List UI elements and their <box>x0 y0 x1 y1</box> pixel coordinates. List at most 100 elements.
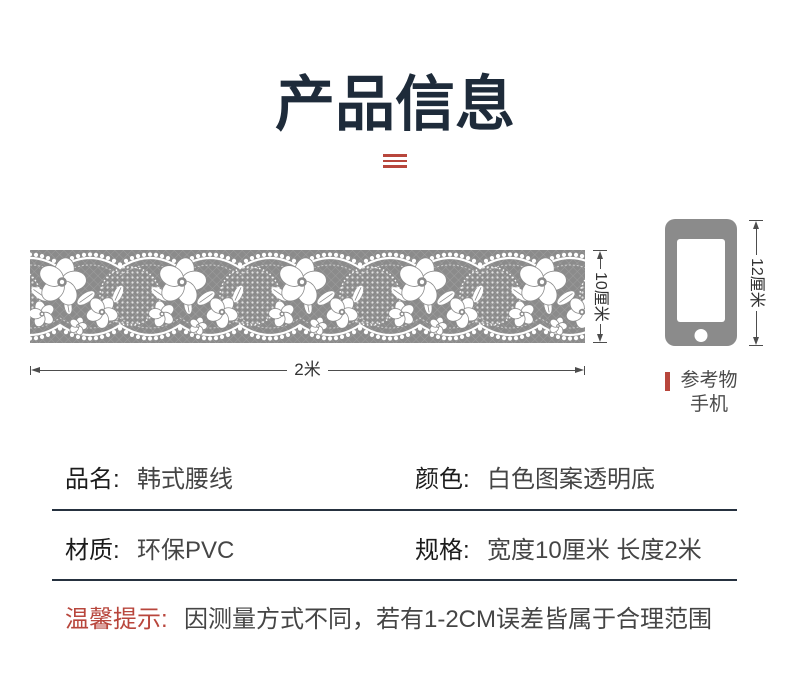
spec-label-color: 颜色: <box>415 466 470 493</box>
lace-bead <box>483 330 489 335</box>
lace-bead <box>207 336 213 341</box>
lace-leaf-vein <box>79 293 93 303</box>
lace-bead <box>381 252 387 257</box>
lace-bead <box>87 252 93 257</box>
lace-bead <box>357 262 363 267</box>
lace-bead <box>213 336 219 341</box>
lace-bead <box>117 262 123 267</box>
lace-bead <box>117 326 123 331</box>
lace-bead <box>561 336 567 341</box>
lace-bead <box>309 332 315 337</box>
lace-bead <box>375 254 381 259</box>
lace-bead <box>195 334 201 339</box>
triple-line-icon-bar <box>383 154 407 157</box>
lace-bead <box>447 336 453 341</box>
lace-bead <box>201 336 207 341</box>
spec-label-name: 品名: <box>65 466 120 493</box>
lace-leaf <box>232 285 244 303</box>
lace-bead <box>411 330 417 335</box>
lace-bead <box>501 336 507 341</box>
lace-bead <box>393 252 399 257</box>
lace-bead <box>159 254 165 259</box>
lace-flower-large <box>399 257 447 306</box>
lace-bead <box>99 334 105 339</box>
lace-flower-small <box>388 300 415 328</box>
spec-value-name: 韩式腰线 <box>137 466 233 493</box>
lace-bead <box>45 332 51 337</box>
arrow-left-icon <box>31 367 40 373</box>
lace-bead <box>327 336 333 341</box>
lace-bead <box>51 258 57 263</box>
lace-bead <box>33 252 39 257</box>
lace-bead <box>429 332 435 337</box>
lace-bead <box>513 252 519 257</box>
dimension-tick <box>584 365 585 375</box>
reference-marker-bar <box>665 372 670 391</box>
lace-bead <box>273 336 279 341</box>
lace-scallop-inner-line <box>30 264 585 276</box>
phone-height-dimension: 12厘米 <box>748 220 765 346</box>
spec-value-size: 宽度10厘米 长度2米 <box>487 537 702 564</box>
lace-bead <box>405 256 411 261</box>
triple-line-icon <box>383 154 407 168</box>
lace-leaf <box>197 291 215 305</box>
lace-bead <box>471 330 477 335</box>
lace-bead <box>369 256 375 261</box>
lace-flower-center-dot <box>220 310 224 314</box>
lace-bead <box>81 252 87 257</box>
lace-flower-tiny <box>429 316 448 336</box>
lace-flower-large <box>279 257 327 306</box>
lace-bead <box>411 258 417 263</box>
lace-bead <box>573 336 579 341</box>
lace-bead <box>531 258 537 263</box>
table-divider <box>52 509 737 511</box>
lace-bead <box>333 252 339 257</box>
lace-bead <box>231 330 237 335</box>
lace-flower-tiny <box>189 316 208 336</box>
lace-bead <box>261 252 267 257</box>
lace-bead <box>123 330 129 335</box>
reference-caption: 参考物 手机 <box>676 369 742 417</box>
lace-flower-center-dot <box>539 279 545 285</box>
lace-bead <box>249 256 255 261</box>
lace-bead <box>441 336 447 341</box>
lace-bead <box>417 326 423 331</box>
lace-bead <box>573 252 579 257</box>
lace-flower-center-dot <box>557 325 559 327</box>
lace-bead <box>189 256 195 261</box>
lace-flower-center-dot <box>100 310 104 314</box>
lace-bead <box>237 262 243 267</box>
lace-bead <box>93 252 99 257</box>
lace-bead <box>135 334 141 339</box>
spec-value-color: 白色图案透明底 <box>487 466 655 493</box>
lace-bead <box>363 330 369 335</box>
lace-bead <box>351 330 357 335</box>
lace-bead <box>141 252 147 257</box>
lace-flower-center-dot <box>317 325 319 327</box>
lace-bead <box>129 332 135 337</box>
lace-bead <box>123 258 129 263</box>
lace-bead <box>315 254 321 259</box>
lace-bead <box>159 334 165 339</box>
lace-bead <box>345 332 351 337</box>
lace-bead <box>69 256 75 261</box>
lace-bead <box>513 336 519 341</box>
strip-height-label: 10厘米 <box>592 271 609 322</box>
lace-bead <box>183 330 189 335</box>
lace-bead <box>171 258 177 263</box>
lace-bead <box>441 252 447 257</box>
lace-bead <box>495 334 501 339</box>
lace-bead <box>549 332 555 337</box>
lace-bead <box>285 332 291 337</box>
lace-bead <box>147 336 153 341</box>
lace-bead <box>279 254 285 259</box>
lace-leaf-vein <box>474 287 482 301</box>
lace-leaf-vein <box>199 293 213 303</box>
lace-bead <box>75 334 81 339</box>
lace-bead <box>63 330 69 335</box>
lace-bead <box>555 254 561 259</box>
lace-leaf <box>112 285 124 303</box>
triple-line-icon-bar <box>383 165 407 168</box>
lace-flower-medium <box>205 297 239 329</box>
lace-bead <box>81 336 87 341</box>
